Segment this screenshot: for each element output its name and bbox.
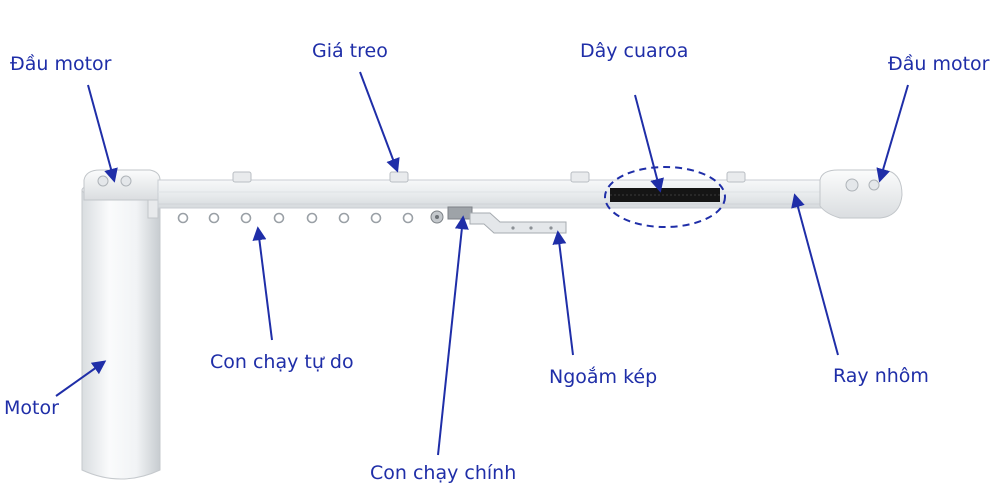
labels: Đầu motor Giá treo Dây cuaroa Đầu motor … bbox=[4, 40, 990, 484]
label-arrows bbox=[55, 71, 909, 456]
arrow-hanger bbox=[359, 71, 400, 173]
arrow-belt bbox=[634, 94, 664, 193]
free-runners bbox=[177, 212, 414, 224]
main-runner bbox=[430, 206, 473, 224]
label-clamp: Ngoắm kép bbox=[549, 365, 657, 388]
label-belt: Dây cuaroa bbox=[580, 40, 688, 62]
label-motor-head-left: Đầu motor bbox=[10, 53, 112, 75]
label-motor-head-right: Đầu motor bbox=[888, 53, 990, 75]
label-free-runners: Con chạy tự do bbox=[210, 351, 354, 373]
arrow-motor-head-left bbox=[87, 84, 118, 183]
arrow-rail bbox=[791, 193, 839, 356]
motor bbox=[81, 181, 161, 480]
hanger-brackets bbox=[232, 171, 746, 183]
arrow-motor-head-right bbox=[876, 84, 909, 183]
motor-head-left bbox=[83, 169, 161, 219]
arrow-motor bbox=[55, 360, 107, 397]
label-main-runner: Con chạy chính bbox=[370, 462, 516, 484]
arrow-main-runner bbox=[437, 215, 469, 456]
aluminum-rail bbox=[157, 179, 839, 209]
belt bbox=[604, 166, 726, 228]
label-motor: Motor bbox=[4, 397, 59, 419]
label-rail: Ray nhôm bbox=[833, 365, 929, 387]
double-clamp bbox=[469, 212, 567, 234]
label-hanger: Giá treo bbox=[312, 40, 388, 62]
motor-head-right bbox=[819, 169, 903, 219]
arrow-free-runners bbox=[252, 226, 273, 341]
arrow-clamp bbox=[552, 230, 574, 356]
